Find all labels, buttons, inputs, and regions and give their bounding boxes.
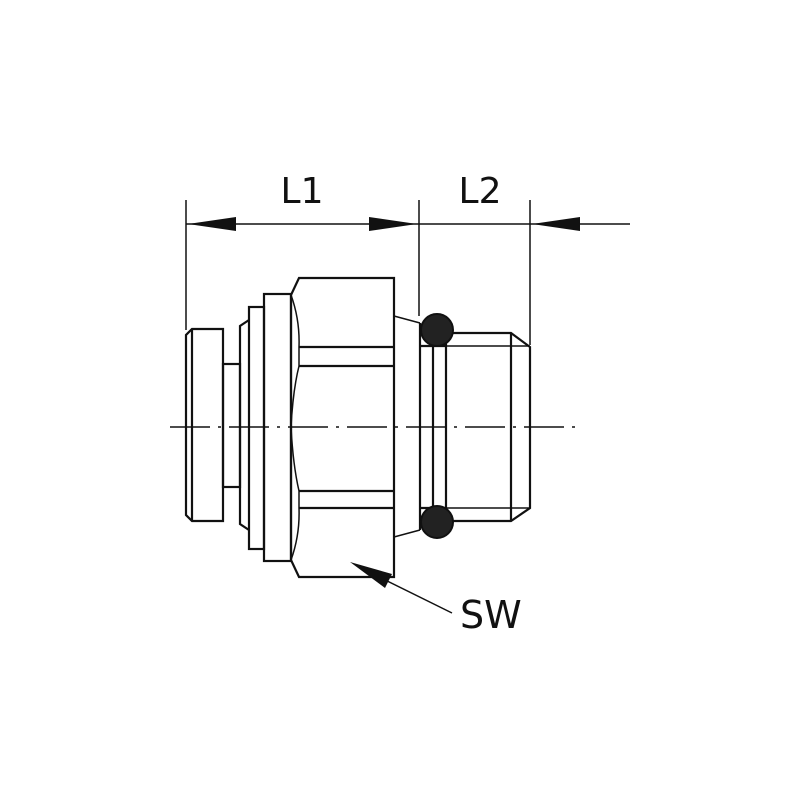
collet-ring bbox=[238, 319, 250, 531]
stem bbox=[221, 362, 242, 489]
dimension-l2-label: L2 bbox=[459, 171, 502, 212]
release-button bbox=[184, 327, 225, 523]
o-ring-bottom bbox=[420, 505, 454, 539]
dimension-lines bbox=[185, 200, 630, 345]
o-ring-top bbox=[420, 313, 454, 347]
arrow-l2-right bbox=[532, 217, 580, 231]
wrench-size-label: SW bbox=[460, 593, 522, 637]
arrow-l1-left bbox=[188, 217, 236, 231]
dimension-l1-label: L1 bbox=[281, 171, 324, 212]
ring bbox=[247, 305, 266, 551]
arrow-l1-right bbox=[369, 217, 417, 231]
sw-leader bbox=[350, 562, 453, 614]
hex-body bbox=[289, 276, 396, 579]
